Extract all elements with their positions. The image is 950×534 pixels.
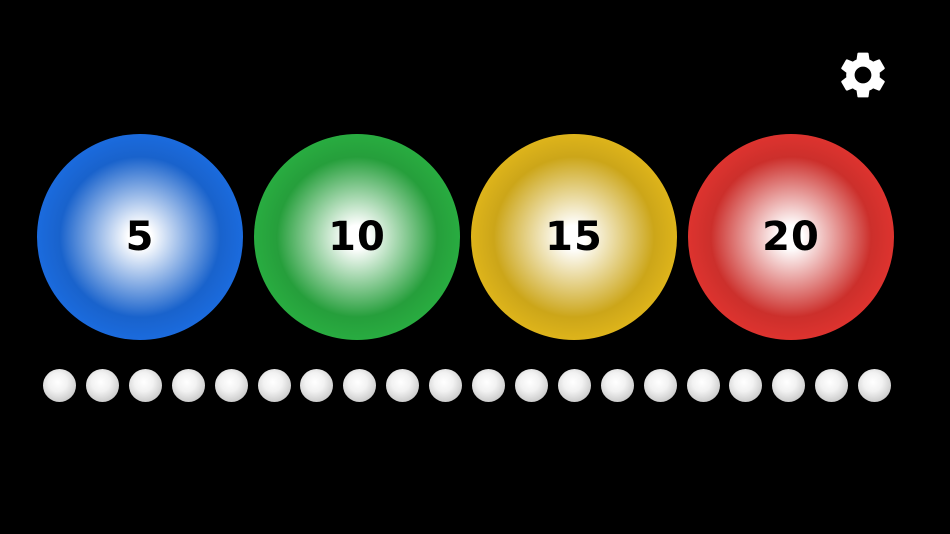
progress-dot (472, 369, 505, 402)
progress-dot (858, 369, 892, 402)
progress-dot (429, 369, 463, 402)
settings-button[interactable] (835, 47, 891, 103)
progress-dot (85, 369, 119, 402)
ball-10[interactable]: 10 (254, 134, 460, 340)
progress-dot (686, 369, 720, 402)
progress-dot (600, 369, 634, 402)
progress-dot (514, 369, 548, 402)
progress-dot (643, 369, 677, 402)
gear-icon (841, 52, 885, 98)
progress-dot (772, 369, 806, 402)
progress-dot (43, 369, 76, 402)
ball-15[interactable]: 15 (471, 134, 677, 340)
progress-dot (386, 369, 420, 402)
progress-dot (171, 369, 205, 402)
ball-label: 5 (125, 214, 155, 260)
progress-dot (128, 369, 162, 402)
progress-dot (815, 369, 849, 402)
progress-dot (557, 369, 591, 402)
ball-label: 10 (328, 214, 386, 260)
progress-dot (729, 369, 763, 402)
progress-dot (343, 369, 377, 402)
progress-dots (43, 369, 893, 403)
progress-dot (257, 369, 291, 402)
ball-5[interactable]: 5 (37, 134, 243, 340)
progress-dot (300, 369, 334, 402)
ball-20[interactable]: 20 (688, 134, 894, 340)
ball-label: 20 (762, 214, 820, 260)
ball-row: 5 10 15 20 (37, 134, 897, 340)
progress-dot (214, 369, 248, 402)
ball-label: 15 (545, 214, 603, 260)
